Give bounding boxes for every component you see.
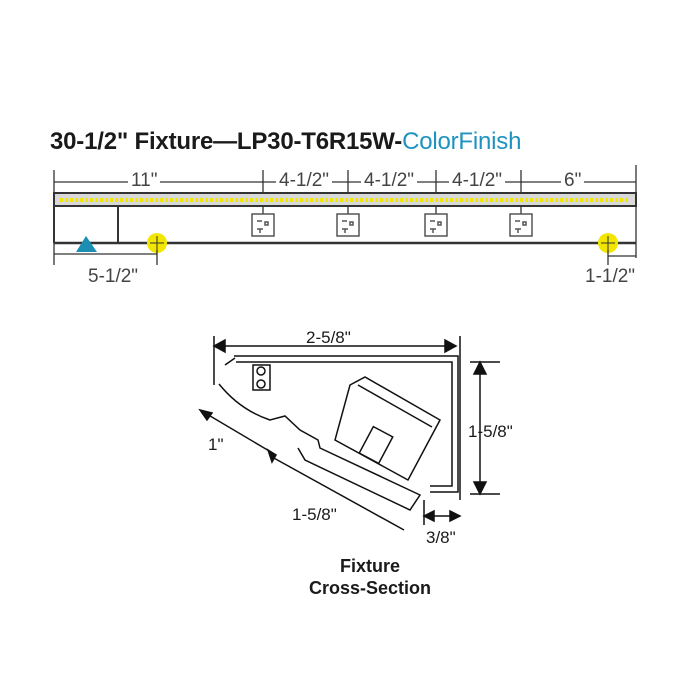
title-color-finish: ColorFinish [402,128,522,155]
cs-angled-short: 1" [208,435,224,454]
dim-5-1-2: 5-1/2" [85,267,142,287]
dim-4-1-2-b: 4-1/2" [361,171,418,191]
cross-section-caption: Fixture Cross-Section [290,555,450,599]
receptacle-icon [251,213,533,237]
cs-width: 2-5/8" [306,328,351,347]
caption-line-2: Cross-Section [308,578,432,598]
page-title: 30-1/2" Fixture—LP30-T6R15W-ColorFinish [50,128,521,156]
cs-angled-long: 1-5/8" [292,505,337,524]
dim-4-1-2-c: 4-1/2" [449,171,506,191]
title-model: 30-1/2" Fixture—LP30-T6R15W- [50,128,403,155]
marker-triangle-icon [76,236,97,252]
cs-lip: 3/8" [426,528,456,547]
dim-11: 11" [128,171,161,191]
dim-4-1-2-a: 4-1/2" [276,171,333,191]
caption-line-1: Fixture [339,556,400,576]
dim-6: 6" [561,171,585,191]
cs-height: 1-5/8" [468,422,513,441]
dim-1-1-2: 1-1/2" [582,267,639,287]
cross-section-drawing [198,336,500,531]
